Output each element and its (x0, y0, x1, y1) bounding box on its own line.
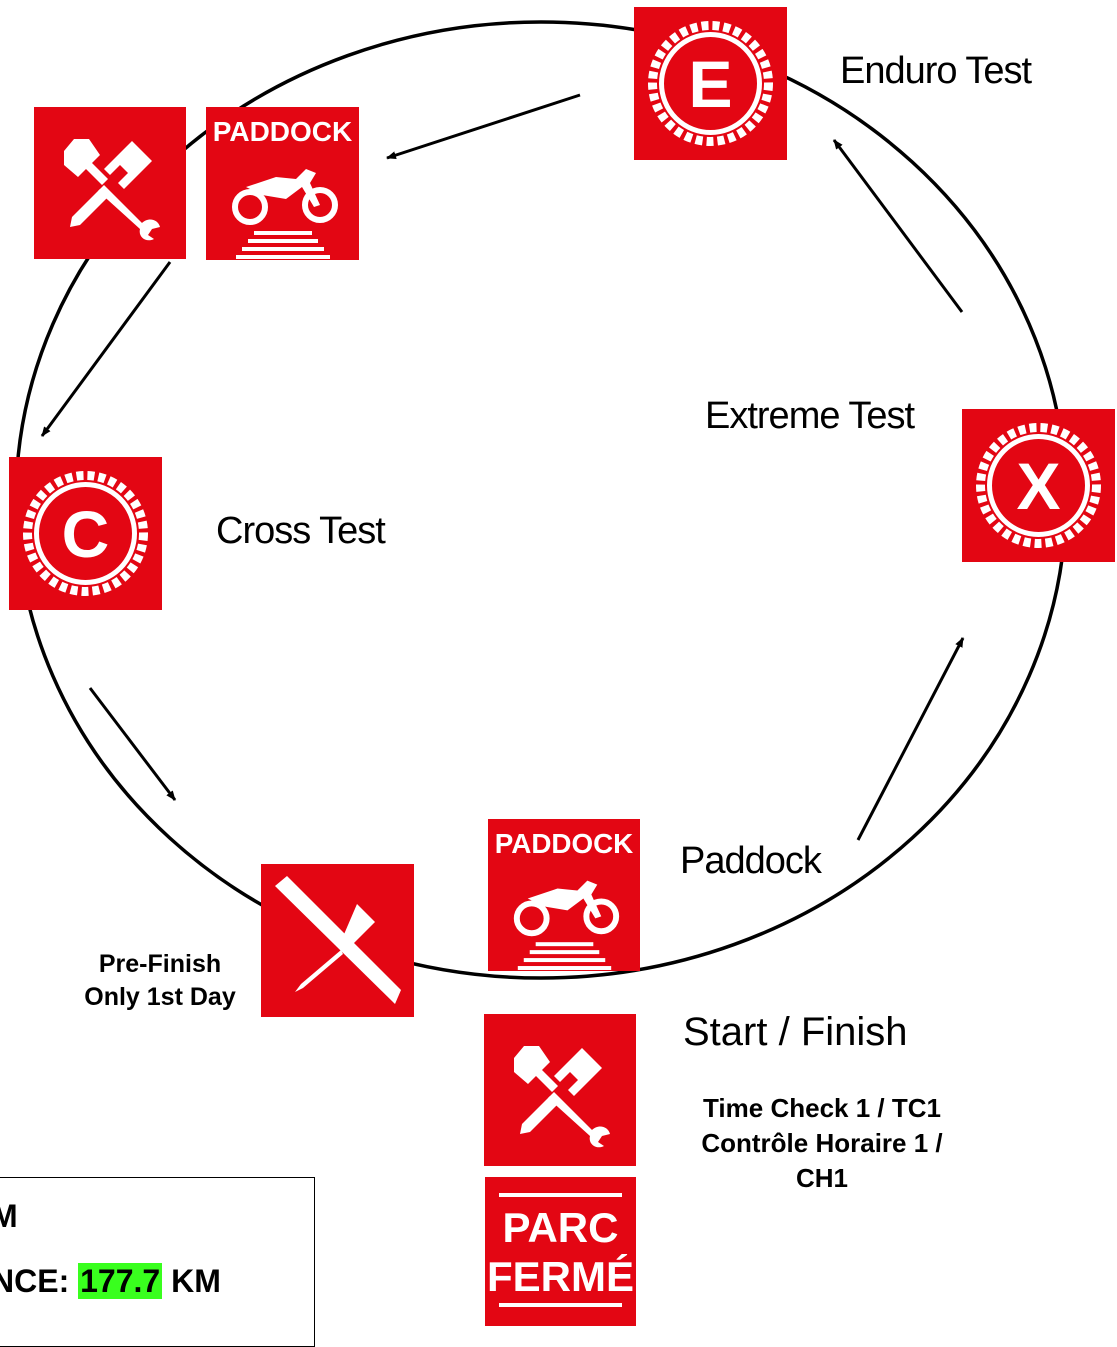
parc-text-line1: PARC (503, 1204, 619, 1251)
service-tools-icon-bottom (484, 1014, 636, 1166)
paddock-icon: PADDOCK (206, 107, 359, 260)
cross-test-label: Cross Test (216, 510, 386, 552)
distance-info-box: M NCE: 177.7 KM (0, 1177, 315, 1347)
paddock-text-bottom: PADDOCK (495, 828, 633, 859)
parc-ferme-icon: PARC FERMÉ (485, 1177, 636, 1326)
cross-test-icon: C (9, 457, 162, 610)
service-tools-icon (34, 107, 186, 259)
parc-text-line2: FERMÉ (487, 1253, 634, 1300)
enduro-test-icon: E (634, 7, 787, 160)
pre-finish-label: Pre-Finish Only 1st Day (84, 950, 236, 1011)
time-check-label: Time Check 1 / TC1 Contrôle Horaire 1 / … (701, 1093, 943, 1193)
distance-unit: KM (162, 1263, 221, 1299)
start-finish-label: Start / Finish (683, 1010, 908, 1054)
distance-value: 177.7 (78, 1263, 163, 1299)
distance-prefix: NCE: (0, 1263, 70, 1299)
extreme-letter: X (1016, 449, 1060, 523)
pre-finish-tools-icon (261, 864, 414, 1017)
paddock-label: Paddock (680, 840, 822, 882)
arrow-service-to-cross (40, 261, 172, 437)
extreme-test-label: Extreme Test (705, 395, 915, 437)
arrow-paddock-to-extreme (856, 637, 965, 841)
paddock-text: PADDOCK (213, 116, 352, 147)
paddock-icon-bottom: PADDOCK (488, 819, 640, 971)
enduro-letter: E (688, 47, 732, 121)
cross-letter: C (62, 497, 110, 571)
arrow-cross-to-prefinish (88, 687, 177, 801)
enduro-test-label: Enduro Test (840, 50, 1032, 92)
info-line-2: NCE: 177.7 KM (0, 1263, 221, 1300)
arrow-enduro-to-paddock (386, 93, 581, 160)
arrow-extreme-to-enduro (832, 139, 964, 313)
extreme-test-icon: X (962, 409, 1115, 562)
info-line-1: M (0, 1198, 18, 1234)
